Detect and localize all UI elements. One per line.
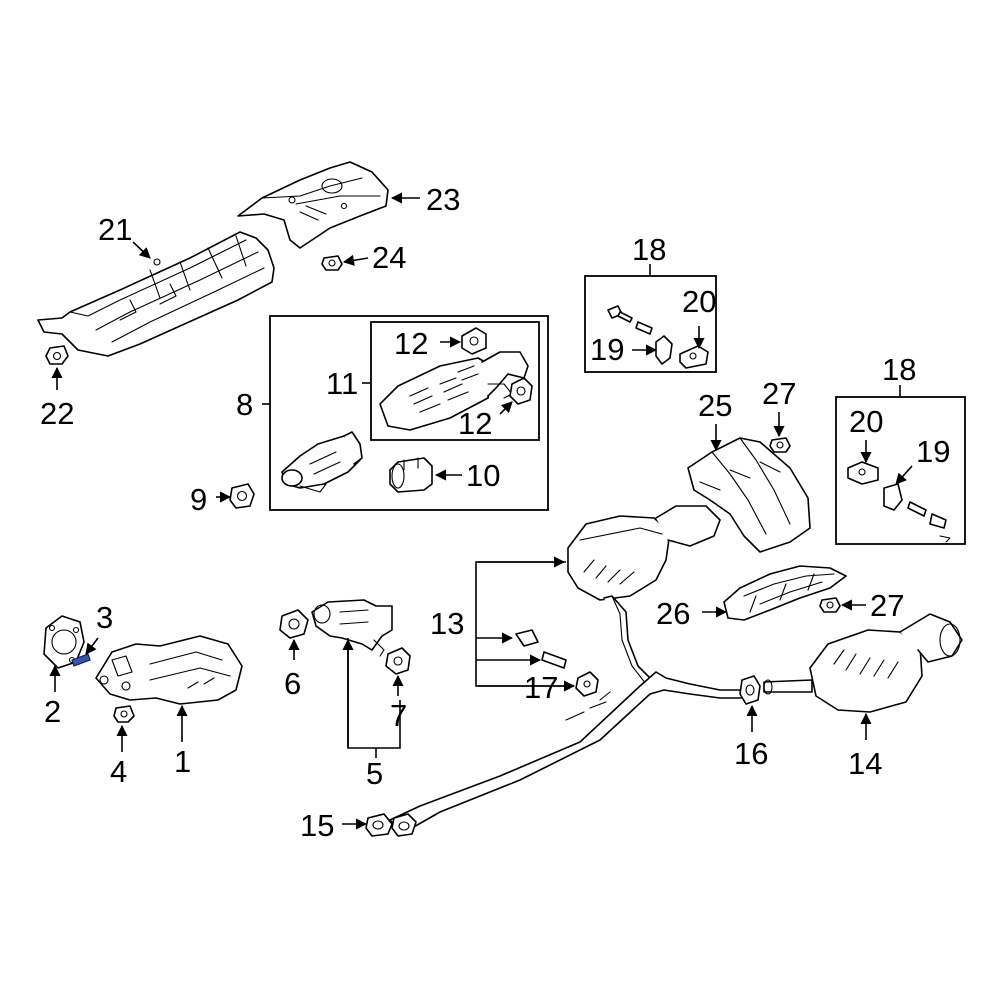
bolt-13a <box>515 629 539 647</box>
nut-24 <box>321 255 343 271</box>
gasket-12-upper <box>461 327 487 355</box>
assembly-box-11 <box>370 321 540 441</box>
callout-18-upper: 18 <box>632 232 666 267</box>
front-pipe-converter-8 <box>281 431 363 493</box>
heat-shield-center <box>237 161 389 249</box>
callout-24: 24 <box>372 240 406 275</box>
hanger-kit-right <box>847 461 951 543</box>
hanger-cap-10 <box>389 457 433 493</box>
stud-3-highlighted <box>71 653 91 667</box>
callout-22: 22 <box>40 396 74 431</box>
callout-23: 23 <box>426 182 460 217</box>
manifold-converter-1 <box>95 635 243 705</box>
catalytic-converter-11 <box>379 351 529 431</box>
callout-9: 9 <box>190 482 207 517</box>
gasket-16 <box>739 675 761 705</box>
gasket-9 <box>229 483 255 509</box>
nut-22 <box>45 345 69 365</box>
callout-11: 11 <box>326 366 358 401</box>
callout-16: 16 <box>734 736 768 771</box>
callout-17: 17 <box>524 670 558 705</box>
hanger-kit-upper <box>607 305 709 369</box>
callout-1: 1 <box>174 744 191 779</box>
hanger-17 <box>575 671 599 697</box>
nut-4 <box>113 705 135 723</box>
callout-4: 4 <box>110 754 127 789</box>
callout-12-lower: 12 <box>458 406 492 441</box>
callout-18-right: 18 <box>882 352 916 387</box>
callout-10: 10 <box>466 458 500 493</box>
gasket-12-lower <box>509 377 533 405</box>
nut-27-upper <box>769 437 791 453</box>
callout-13: 13 <box>430 606 464 641</box>
callout-27-lower: 27 <box>870 588 904 623</box>
converter-assembly-5 <box>311 599 393 657</box>
callout-6: 6 <box>284 666 301 701</box>
heat-shield-26 <box>723 565 847 621</box>
callout-14: 14 <box>848 746 882 781</box>
callout-15: 15 <box>300 808 334 843</box>
callout-5: 5 <box>366 756 383 791</box>
gasket-7 <box>385 647 411 675</box>
callout-numbers: 21 22 23 24 8 11 12 12 9 10 18 20 19 18 … <box>40 182 950 843</box>
callout-20-right: 20 <box>849 404 883 439</box>
callout-8: 8 <box>236 387 253 422</box>
heat-shield-25 <box>687 437 811 553</box>
nut-27-lower <box>819 597 841 613</box>
callout-19-upper: 19 <box>590 332 624 367</box>
callout-19-right: 19 <box>916 434 950 469</box>
gasket-6 <box>279 609 309 639</box>
heat-shield-front <box>37 231 275 357</box>
assembly-box-8 <box>269 315 549 511</box>
callout-2: 2 <box>44 694 61 729</box>
gasket-2 <box>43 615 85 669</box>
rear-muffler-14 <box>763 613 963 713</box>
leader-lines <box>49 192 913 830</box>
callout-26: 26 <box>656 596 690 631</box>
callout-12-upper: 12 <box>394 326 428 361</box>
callout-20-upper: 20 <box>682 284 716 319</box>
callout-27-upper: 27 <box>762 376 796 411</box>
callout-21: 21 <box>98 212 132 247</box>
callout-7: 7 <box>390 698 407 733</box>
rod-13b <box>541 651 567 669</box>
callout-3: 3 <box>96 600 113 635</box>
callout-25: 25 <box>698 388 732 423</box>
center-muffler-13 <box>567 505 721 685</box>
